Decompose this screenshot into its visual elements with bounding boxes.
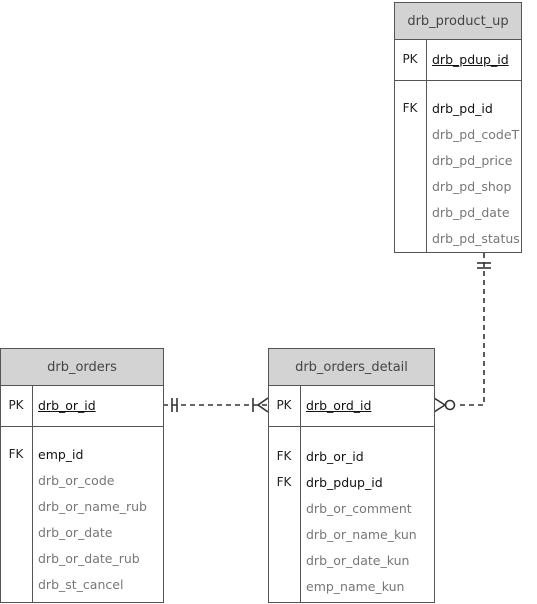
attribute-field: drb_pd_price [432,153,513,168]
pk-field: drb_ord_id [306,398,372,413]
field-section: FK drb_or_id FK drb_pdup_id drb_or_comme… [269,427,434,604]
table-drb-orders-detail: drb_orders_detail PK drb_ord_id FK drb_o… [268,348,435,603]
fk-label: FK [8,447,24,461]
pk-field: drb_pdup_id [432,52,509,67]
pk-section: PK drb_pdup_id [395,40,521,81]
column-divider [32,385,33,602]
pk-label: PK [402,52,418,66]
attribute-field: drb_pd_status [432,231,520,246]
attribute-field: drb_pd_date [432,205,510,220]
table-title: drb_orders [1,349,163,386]
column-divider [426,39,427,252]
relation-orders-to-orders-detail [163,397,269,413]
pk-label: PK [8,398,24,412]
table-drb-product-up: drb_product_up PK drb_pdup_id FK drb_pd_… [394,2,522,253]
attribute-field: emp_name_kun [306,579,405,594]
attribute-field: drb_or_comment [306,501,412,516]
attribute-field: drb_pd_shop [432,179,512,194]
attribute-field: drb_or_date [38,525,113,540]
fk-field: drb_pdup_id [306,475,383,490]
table-title: drb_orders_detail [269,349,434,386]
table-drb-orders: drb_orders PK drb_or_id FK emp_id drb_or… [0,348,164,603]
table-title: drb_product_up [395,3,521,40]
attribute-field: drb_or_code [38,473,115,488]
pk-field: drb_or_id [38,398,96,413]
column-divider [300,385,301,602]
attribute-field: drb_or_name_rub [38,499,147,514]
fk-field: drb_pd_id [432,101,493,116]
attribute-field: drb_or_name_kun [306,527,417,542]
fk-field: emp_id [38,447,84,462]
attribute-field: drb_st_cancel [38,577,124,592]
attribute-field: drb_or_date_rub [38,551,140,566]
pk-label: PK [276,398,292,412]
field-section: FK emp_id drb_or_code drb_or_name_rub dr… [1,427,163,604]
attribute-field: drb_or_date_kun [306,553,410,568]
fk-label: FK [276,475,292,489]
attribute-field: drb_pd_codeT [432,127,520,142]
pk-section: PK drb_ord_id [269,386,434,427]
fk-label: FK [276,449,292,463]
pk-section: PK drb_or_id [1,386,163,427]
relation-product-up-to-orders-detail [433,253,491,413]
field-section: FK drb_pd_id drb_pd_codeT drb_pd_price d… [395,81,521,254]
fk-label: FK [402,101,418,115]
fk-field: drb_or_id [306,449,364,464]
